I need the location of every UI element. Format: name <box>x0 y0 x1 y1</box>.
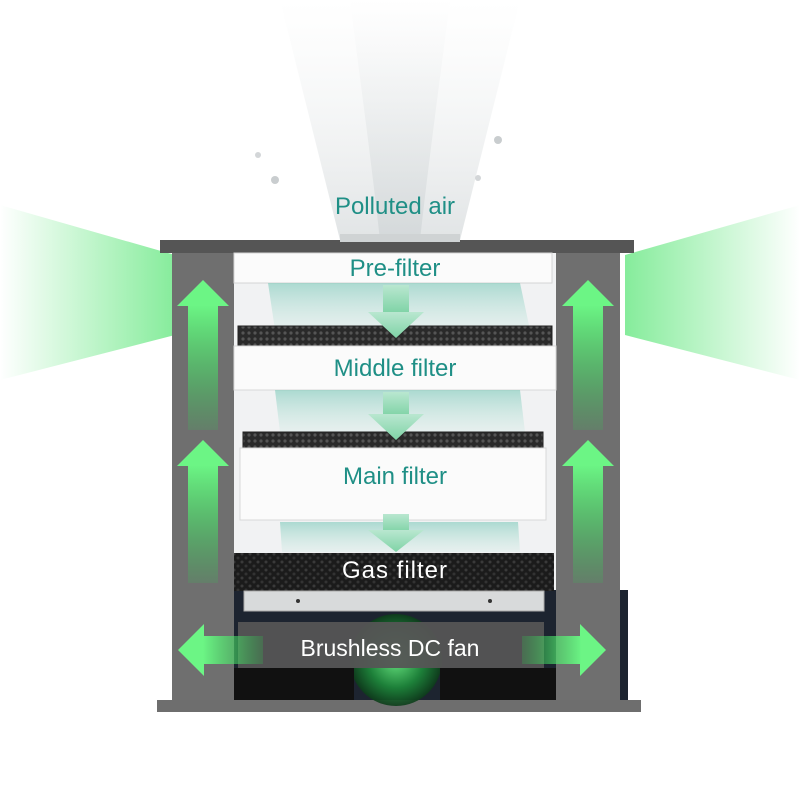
fan-housing <box>243 590 545 612</box>
down-arrow-1 <box>368 285 424 338</box>
right-up-arrow-bottom <box>562 440 614 583</box>
down-arrow-3 <box>368 514 424 552</box>
left-out-arrow <box>178 624 263 676</box>
right-up-arrow-top <box>562 280 614 430</box>
right-out-arrow <box>522 624 606 676</box>
down-arrow-2 <box>368 392 424 440</box>
gas-filter-panel <box>234 553 554 591</box>
fan-label-bar <box>238 622 544 668</box>
left-up-arrow-bottom <box>177 440 229 583</box>
left-up-arrow-top <box>177 280 229 430</box>
left-airflow-rays <box>0 205 175 380</box>
middle-filter-label: Middle filter <box>333 355 457 382</box>
main-filter-panel <box>239 447 547 521</box>
gas-filter-label: Gas filter <box>341 557 449 584</box>
pre-filter-label: Pre-filter <box>349 255 441 282</box>
polluted-air-label: Polluted air <box>334 193 456 220</box>
top-lid <box>160 240 634 253</box>
fan-label: Brushless DC fan <box>300 635 480 661</box>
middle-filter-panel <box>233 345 557 391</box>
base-plate <box>157 700 641 712</box>
pre-filter-panel <box>233 252 553 284</box>
right-airflow-rays <box>625 205 800 380</box>
air-plume <box>255 0 520 240</box>
main-filter-label: Main filter <box>342 463 448 490</box>
